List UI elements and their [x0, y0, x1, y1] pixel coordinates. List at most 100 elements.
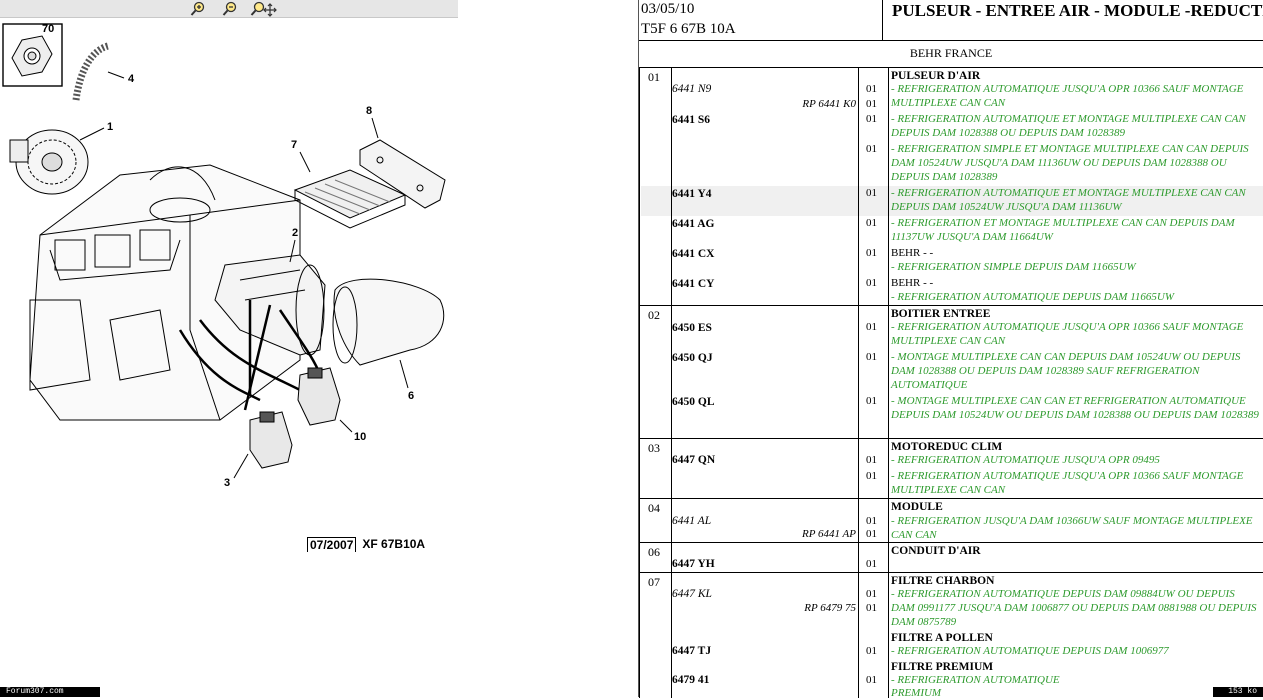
parts-list-panel: 03/05/10 T5F 6 67B 10A PULSEUR - ENTREE … [639, 0, 1263, 699]
part-qty: 01 [866, 674, 877, 686]
part-ref[interactable]: 6441 S6 [672, 114, 711, 126]
section-title: CONDUIT D'AIR [891, 545, 981, 557]
part-qty: 01 [866, 515, 877, 527]
pan-zoom-icon[interactable] [250, 0, 278, 17]
part-qty: 01 [866, 321, 877, 333]
part-ref[interactable]: 6441 AL [672, 515, 712, 527]
replacement-ref[interactable]: RP 6479 75 [804, 602, 856, 614]
part-desc: - REFRIGERATION AUTOMATIQUE DEPUIS DAM 0… [891, 588, 1257, 628]
part-desc: - REFRIGERATION AUTOMATIQUE JUSQU'A OPR … [891, 470, 1244, 496]
highlighted-row [641, 186, 1263, 216]
manufacturer: BEHR FRANCE [909, 46, 993, 60]
part-qty: 01 [866, 470, 877, 482]
section-title: FILTRE CHARBON [891, 575, 995, 587]
part-desc-continued: PREMIUM [891, 687, 942, 699]
part-ref[interactable]: 6441 CY [672, 278, 715, 290]
diagram-reference: 07/2007 XF 67B10A [307, 537, 425, 552]
part-ref[interactable]: 6450 QL [672, 396, 715, 408]
part-qty: 01 [866, 395, 877, 407]
part-qty: 01 [866, 528, 877, 540]
part-ref[interactable]: 6479 41 [672, 674, 710, 686]
part-desc: - REFRIGERATION AUTOMATIQUE JUSQU'A OPR … [891, 321, 1244, 347]
part-qty: 01 [866, 602, 877, 614]
part-desc: - REFRIGERATION AUTOMATIQUE DEPUIS DAM 1… [891, 645, 1169, 657]
section-title: PULSEUR D'AIR [891, 70, 981, 82]
part-qty: 01 [866, 83, 877, 95]
part-qty: 01 [866, 98, 877, 110]
part-qty: 01 [866, 187, 877, 199]
section-title: MOTOREDUC CLIM [891, 441, 1003, 453]
part-desc: - REFRIGERATION ET MONTAGE MULTIPLEXE CA… [891, 217, 1235, 243]
section-number: 03 [648, 441, 660, 455]
supplier: BEHR - - [891, 247, 934, 259]
callout-10: 10 [354, 431, 366, 443]
part-ref[interactable]: 6447 YH [672, 558, 715, 570]
part-qty: 01 [866, 558, 877, 570]
supplier: BEHR - - [891, 277, 934, 289]
part-ref[interactable]: 6447 KL [672, 588, 712, 600]
header-date: 03/05/10 [641, 1, 695, 17]
section-number: 04 [648, 501, 660, 515]
callout-1: 1 [107, 121, 113, 133]
part-qty: 01 [866, 454, 877, 466]
section-number: 01 [648, 70, 660, 84]
part-ref[interactable]: 6450 QJ [672, 352, 713, 364]
part-desc: - REFRIGERATION SIMPLE ET MONTAGE MULTIP… [891, 143, 1249, 183]
callout-2: 2 [292, 227, 298, 239]
part-qty: 01 [866, 113, 877, 125]
callout-70: 70 [42, 23, 54, 35]
part-ref[interactable]: 6441 N9 [672, 83, 712, 95]
diagram-panel: 70 4 1 8 7 2 6 10 3 07/2007 XF 67B10A Fo… [0, 0, 458, 697]
part-desc: - REFRIGERATION AUTOMATIQUE DEPUIS DAM 1… [891, 291, 1175, 303]
section-title: BOITIER ENTREE [891, 308, 991, 320]
part-desc: - REFRIGERATION AUTOMATIQUE ET MONTAGE M… [891, 187, 1246, 213]
part-desc: - REFRIGERATION SIMPLE DEPUIS DAM 11665U… [891, 261, 1136, 273]
callout-6: 6 [408, 390, 414, 402]
section-number: 07 [648, 575, 660, 589]
replacement-ref[interactable]: RP 6441 AP [802, 528, 856, 540]
callout-3: 3 [224, 477, 230, 489]
part-desc: - REFRIGERATION JUSQU'A DAM 10366UW SAUF… [891, 515, 1253, 541]
part-ref[interactable]: 6441 Y4 [672, 188, 712, 200]
part-qty: 01 [866, 351, 877, 363]
diagram-date: 07/2007 [307, 537, 357, 552]
part-ref[interactable]: 6441 CX [672, 248, 715, 260]
sub-section-title: FILTRE PREMIUM [891, 661, 994, 673]
page-title: PULSEUR - ENTREE AIR - MODULE -REDUCTEUR [892, 1, 1263, 20]
part-qty: 01 [866, 217, 877, 229]
replacement-ref[interactable]: RP 6441 K0 [802, 98, 856, 110]
zoom-out-icon[interactable] [221, 0, 239, 17]
callout-4: 4 [128, 73, 135, 85]
sub-section-title: FILTRE A POLLEN [891, 632, 993, 644]
section-title: MODULE [891, 501, 943, 513]
part-ref[interactable]: 6447 QN [672, 454, 716, 466]
part-qty: 01 [866, 588, 877, 600]
zoom-in-icon[interactable] [189, 0, 207, 17]
diagram-code: XF 67B10A [362, 537, 426, 551]
header-divider [882, 0, 883, 40]
part-qty: 01 [866, 645, 877, 657]
site-watermark: Forum307.com [0, 687, 100, 697]
part-desc: - REFRIGERATION AUTOMATIQUE JUSQU'A OPR … [891, 83, 1244, 109]
part-ref[interactable]: 6441 AG [672, 218, 715, 230]
part-desc: - REFRIGERATION AUTOMATIQUE JUSQU'A OPR … [891, 454, 1160, 466]
panel-divider[interactable] [638, 0, 639, 697]
part-qty: 01 [866, 277, 877, 289]
section-number: 02 [648, 308, 660, 322]
part-desc: - REFRIGERATION AUTOMATIQUE [891, 674, 1060, 686]
part-ref[interactable]: 6450 ES [672, 322, 712, 334]
parts-table: 01 PULSEUR D'AIR 6441 N9 01 - REFRIGERAT… [639, 67, 1263, 699]
part-qty: 01 [866, 247, 877, 259]
part-desc: - MONTAGE MULTIPLEXE CAN CAN DEPUIS DAM … [891, 351, 1241, 391]
part-ref[interactable]: 6447 TJ [672, 645, 712, 657]
header-rule [639, 40, 1263, 41]
exploded-parts-diagram: 70 4 1 8 7 2 6 10 3 [2, 23, 446, 489]
callout-8: 8 [366, 105, 372, 117]
zoom-toolbar [0, 0, 458, 18]
header-code: T5F 6 67B 10A [641, 21, 736, 37]
file-size: 153 ko [1213, 687, 1263, 697]
part-qty: 01 [866, 143, 877, 155]
part-desc: - MONTAGE MULTIPLEXE CAN CAN ET REFRIGER… [891, 395, 1259, 421]
callout-7: 7 [291, 139, 297, 151]
section-number: 06 [648, 545, 660, 559]
